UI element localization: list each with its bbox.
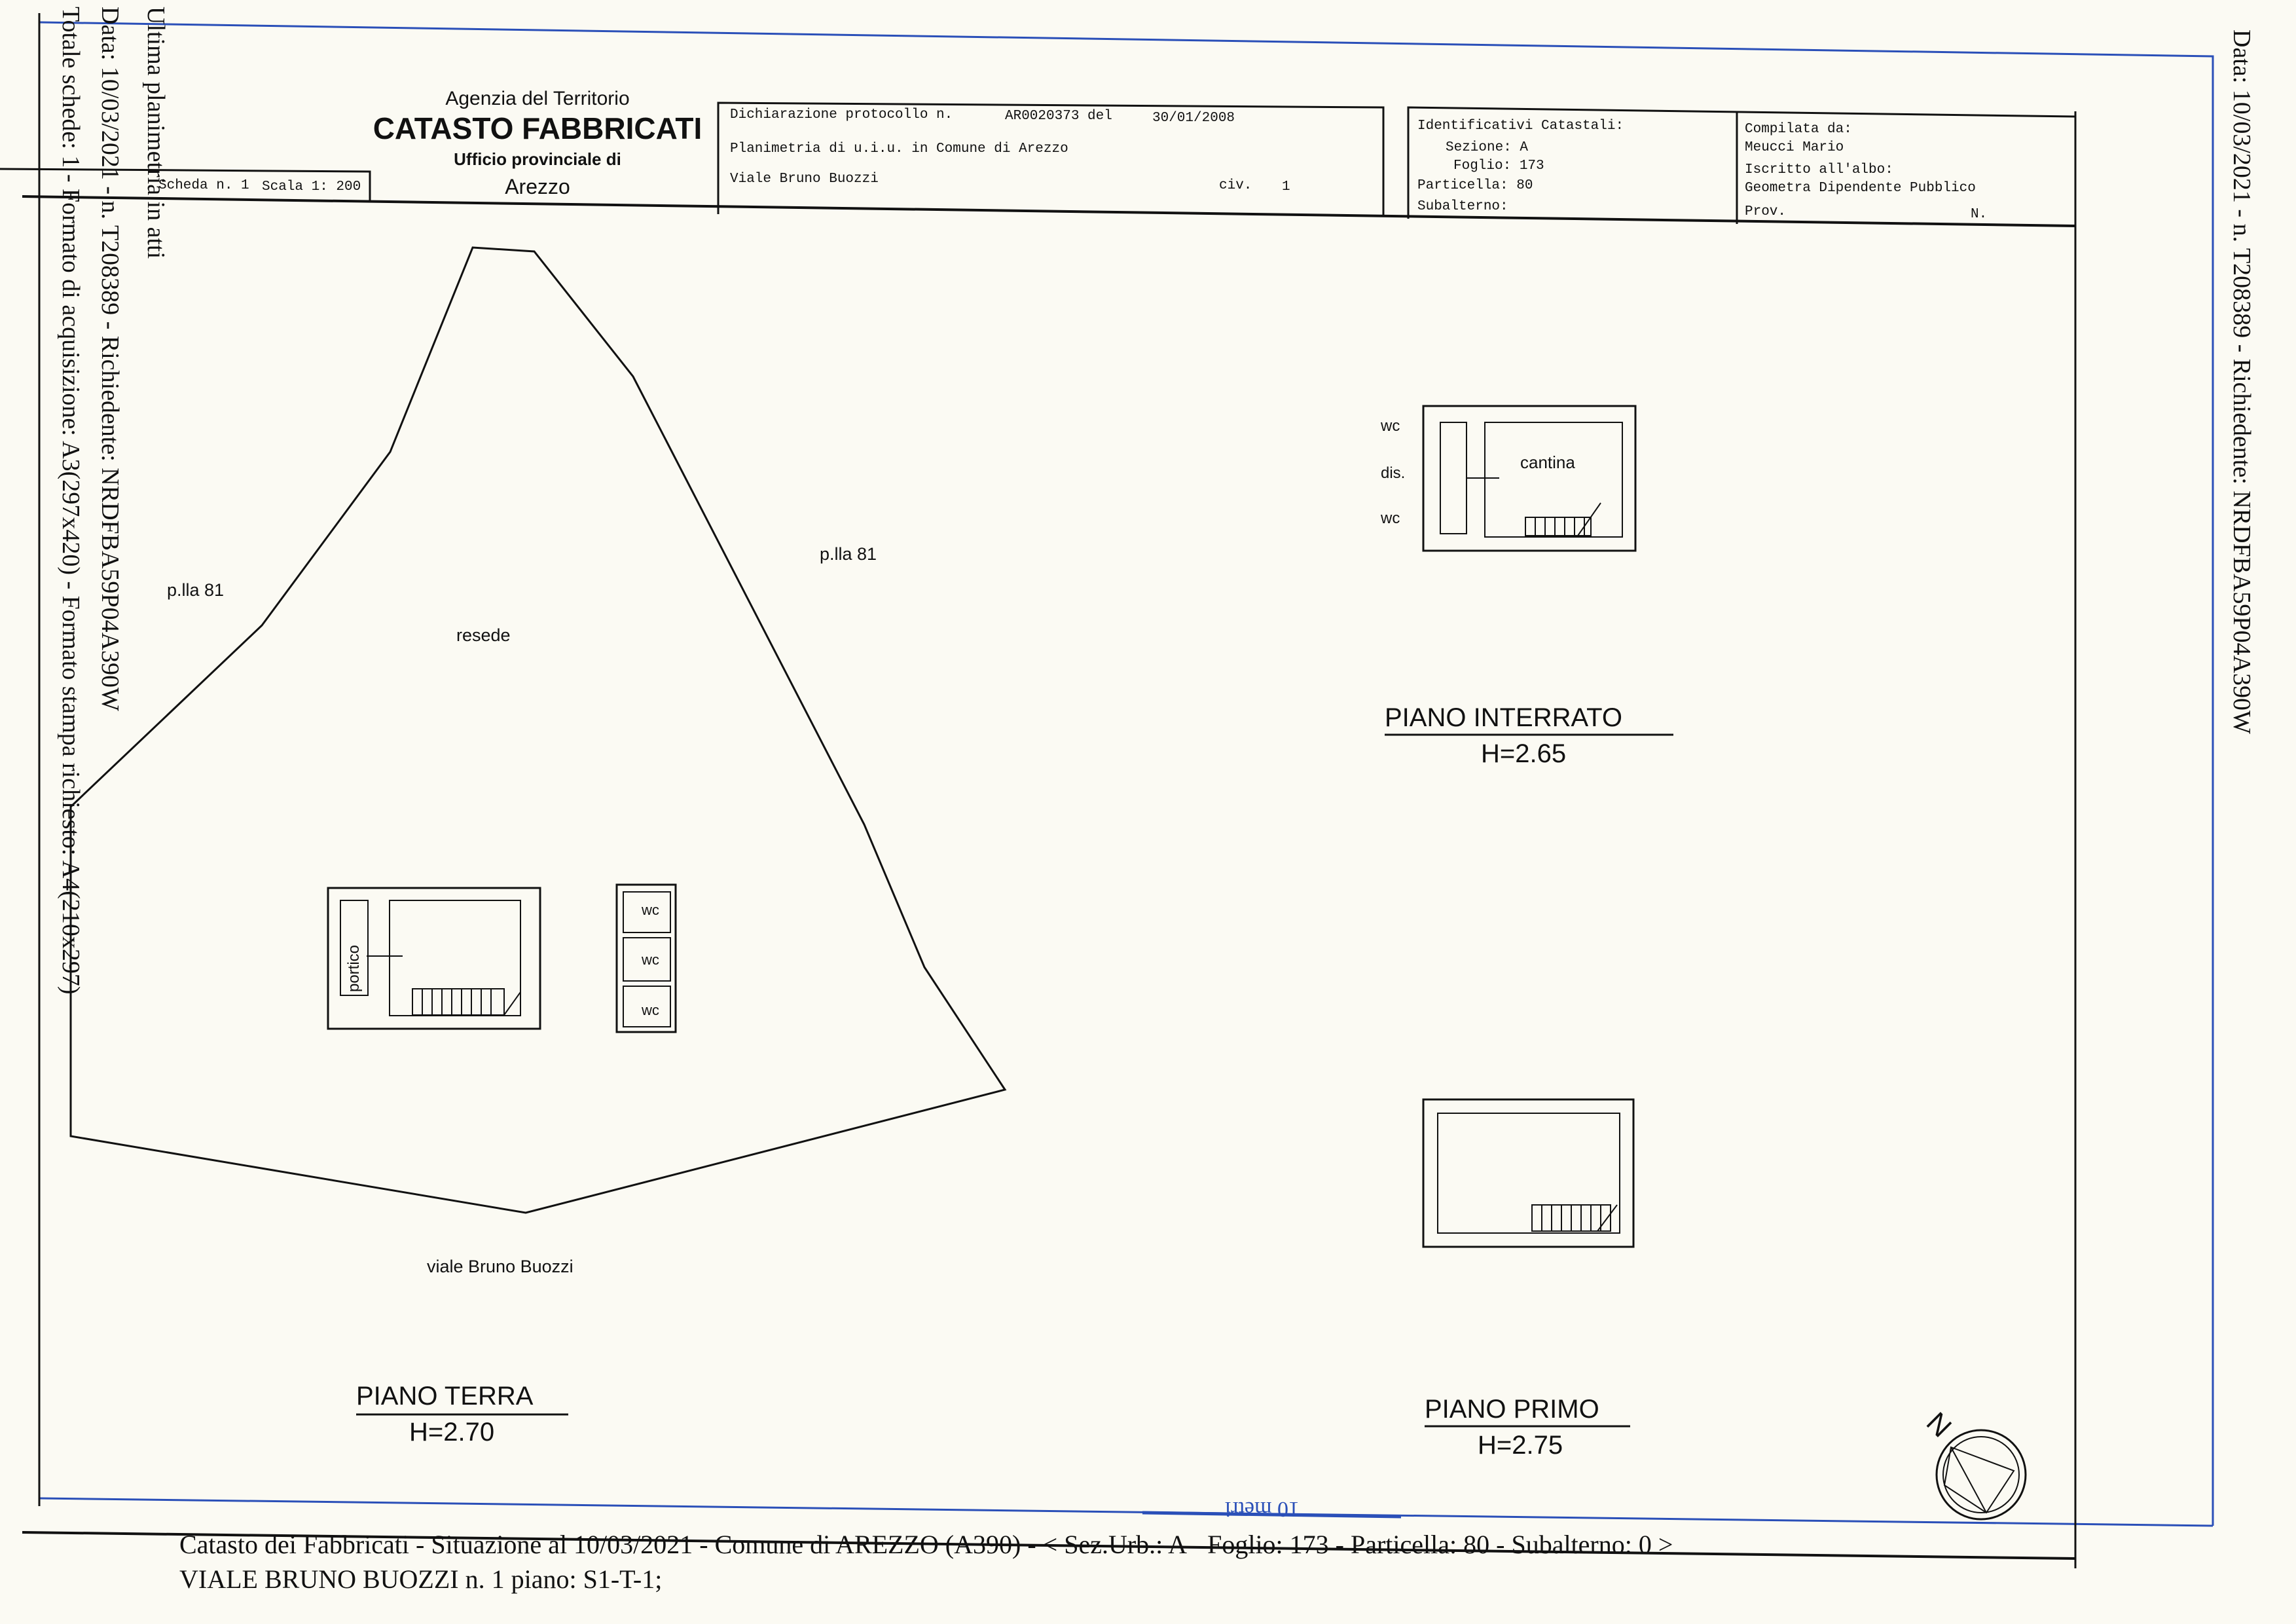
civ-label: civ. bbox=[1219, 178, 1252, 193]
protocol-date: 30/01/2008 bbox=[1152, 111, 1235, 126]
plan-description: Planimetria di u.i.u. in Comune di Arezz… bbox=[730, 141, 1068, 157]
resede-boundary bbox=[69, 246, 1007, 1214]
albo-value: Geometra Dipendente Pubblico bbox=[1745, 181, 1976, 196]
protocol-number: AR0020373 del bbox=[1005, 109, 1112, 124]
address: Viale Bruno Buozzi bbox=[730, 172, 879, 187]
particella: Particella: 80 bbox=[1417, 178, 1533, 193]
office-city: Arezzo bbox=[505, 175, 570, 198]
floor-name: PIANO PRIMO bbox=[1425, 1395, 1599, 1424]
ground-floor-plan: portico wc wc wc bbox=[327, 883, 677, 1033]
protocol-label: Dichiarazione protocollo n. bbox=[730, 107, 953, 122]
footer-line-2: VIALE BRUNO BUOZZI n. 1 piano: S1-T-1; bbox=[179, 1564, 662, 1594]
wc-label: wc bbox=[641, 902, 659, 918]
foglio: Foglio: 173 bbox=[1453, 158, 1544, 174]
floor-name: PIANO INTERRATO bbox=[1385, 703, 1622, 732]
side-left-info: Ultima planimetria in atti Data: 10/03/2… bbox=[57, 7, 170, 995]
subalterno: Subalterno: bbox=[1417, 199, 1508, 214]
basement-plan: wc dis. wc cantina bbox=[1380, 405, 1637, 552]
floor-label-interrato: PIANO INTERRATO H=2.65 bbox=[1385, 703, 1673, 768]
first-floor-plan bbox=[1422, 1098, 1635, 1248]
cantina-label: cantina bbox=[1520, 452, 1575, 472]
resede-label: resede bbox=[456, 625, 511, 645]
civ-number: 1 bbox=[1282, 179, 1290, 194]
n-label: N. bbox=[1971, 207, 1987, 222]
header-agency: Agenzia del Territorio CATASTO FABBRICAT… bbox=[373, 88, 702, 198]
north-label: N bbox=[1920, 1406, 1958, 1443]
footer-line-1: Catasto dei Fabbricati - Situazione al 1… bbox=[179, 1530, 1673, 1559]
north-arrow-icon: N bbox=[1920, 1406, 2027, 1521]
prov-label: Prov. bbox=[1745, 204, 1786, 219]
office-label: Ufficio provinciale di bbox=[454, 149, 621, 169]
floor-name: PIANO TERRA bbox=[356, 1382, 534, 1411]
document-title: CATASTO FABBRICATI bbox=[373, 111, 702, 145]
wc-label: wc bbox=[1380, 509, 1400, 527]
side-left-line: Data: 10/03/2021 - n. T208389 - Richiede… bbox=[96, 7, 124, 711]
plla-81-label: p.lla 81 bbox=[820, 544, 877, 564]
blue-frame bbox=[39, 21, 2214, 1527]
floor-height: H=2.75 bbox=[1478, 1431, 1563, 1460]
identifiers-heading: Identificativi Catastali: bbox=[1417, 119, 1624, 134]
side-request-info: Data: 10/03/2021 - n. T208389 - Richiede… bbox=[2228, 29, 2255, 734]
agency-name: Agenzia del Territorio bbox=[445, 88, 629, 109]
stairs-icon bbox=[412, 988, 521, 1016]
drawing-frame bbox=[22, 13, 2077, 1568]
scheda-box: Scheda n. 1 Scala 1: 200 bbox=[0, 168, 371, 202]
floor-height: H=2.65 bbox=[1481, 739, 1566, 768]
wc-label: wc bbox=[1380, 417, 1400, 435]
plla-81-left-label: p.lla 81 bbox=[167, 580, 224, 600]
side-left-line: Ultima planimetria in atti bbox=[142, 7, 170, 259]
floor-label-primo: PIANO PRIMO H=2.75 bbox=[1425, 1395, 1630, 1460]
portico-label: portico bbox=[345, 945, 363, 992]
dis-label: dis. bbox=[1381, 464, 1405, 482]
scale-label: Scala 1: 200 bbox=[262, 179, 361, 194]
floor-label-terra: PIANO TERRA H=2.70 bbox=[356, 1382, 568, 1447]
albo-label: Iscritto all'albo: bbox=[1745, 162, 1893, 177]
floor-height: H=2.70 bbox=[409, 1418, 494, 1447]
compiler-heading: Compilata da: bbox=[1745, 122, 1852, 137]
wc-label: wc bbox=[641, 1002, 659, 1018]
wc-label: wc bbox=[641, 951, 659, 968]
compiler-name: Meucci Mario bbox=[1745, 140, 1844, 155]
street-label: viale Bruno Buozzi bbox=[427, 1257, 574, 1276]
identifiers-box: Identificativi Catastali: Sezione: A Fog… bbox=[1407, 106, 2076, 224]
sezione: Sezione: A bbox=[1446, 140, 1528, 155]
declaration-box: Dichiarazione protocollo n. AR0020373 de… bbox=[717, 101, 1385, 216]
scheda-number: Scheda n. 1 bbox=[158, 178, 249, 193]
scale-bar-label: 10 metri bbox=[1225, 1497, 1300, 1521]
